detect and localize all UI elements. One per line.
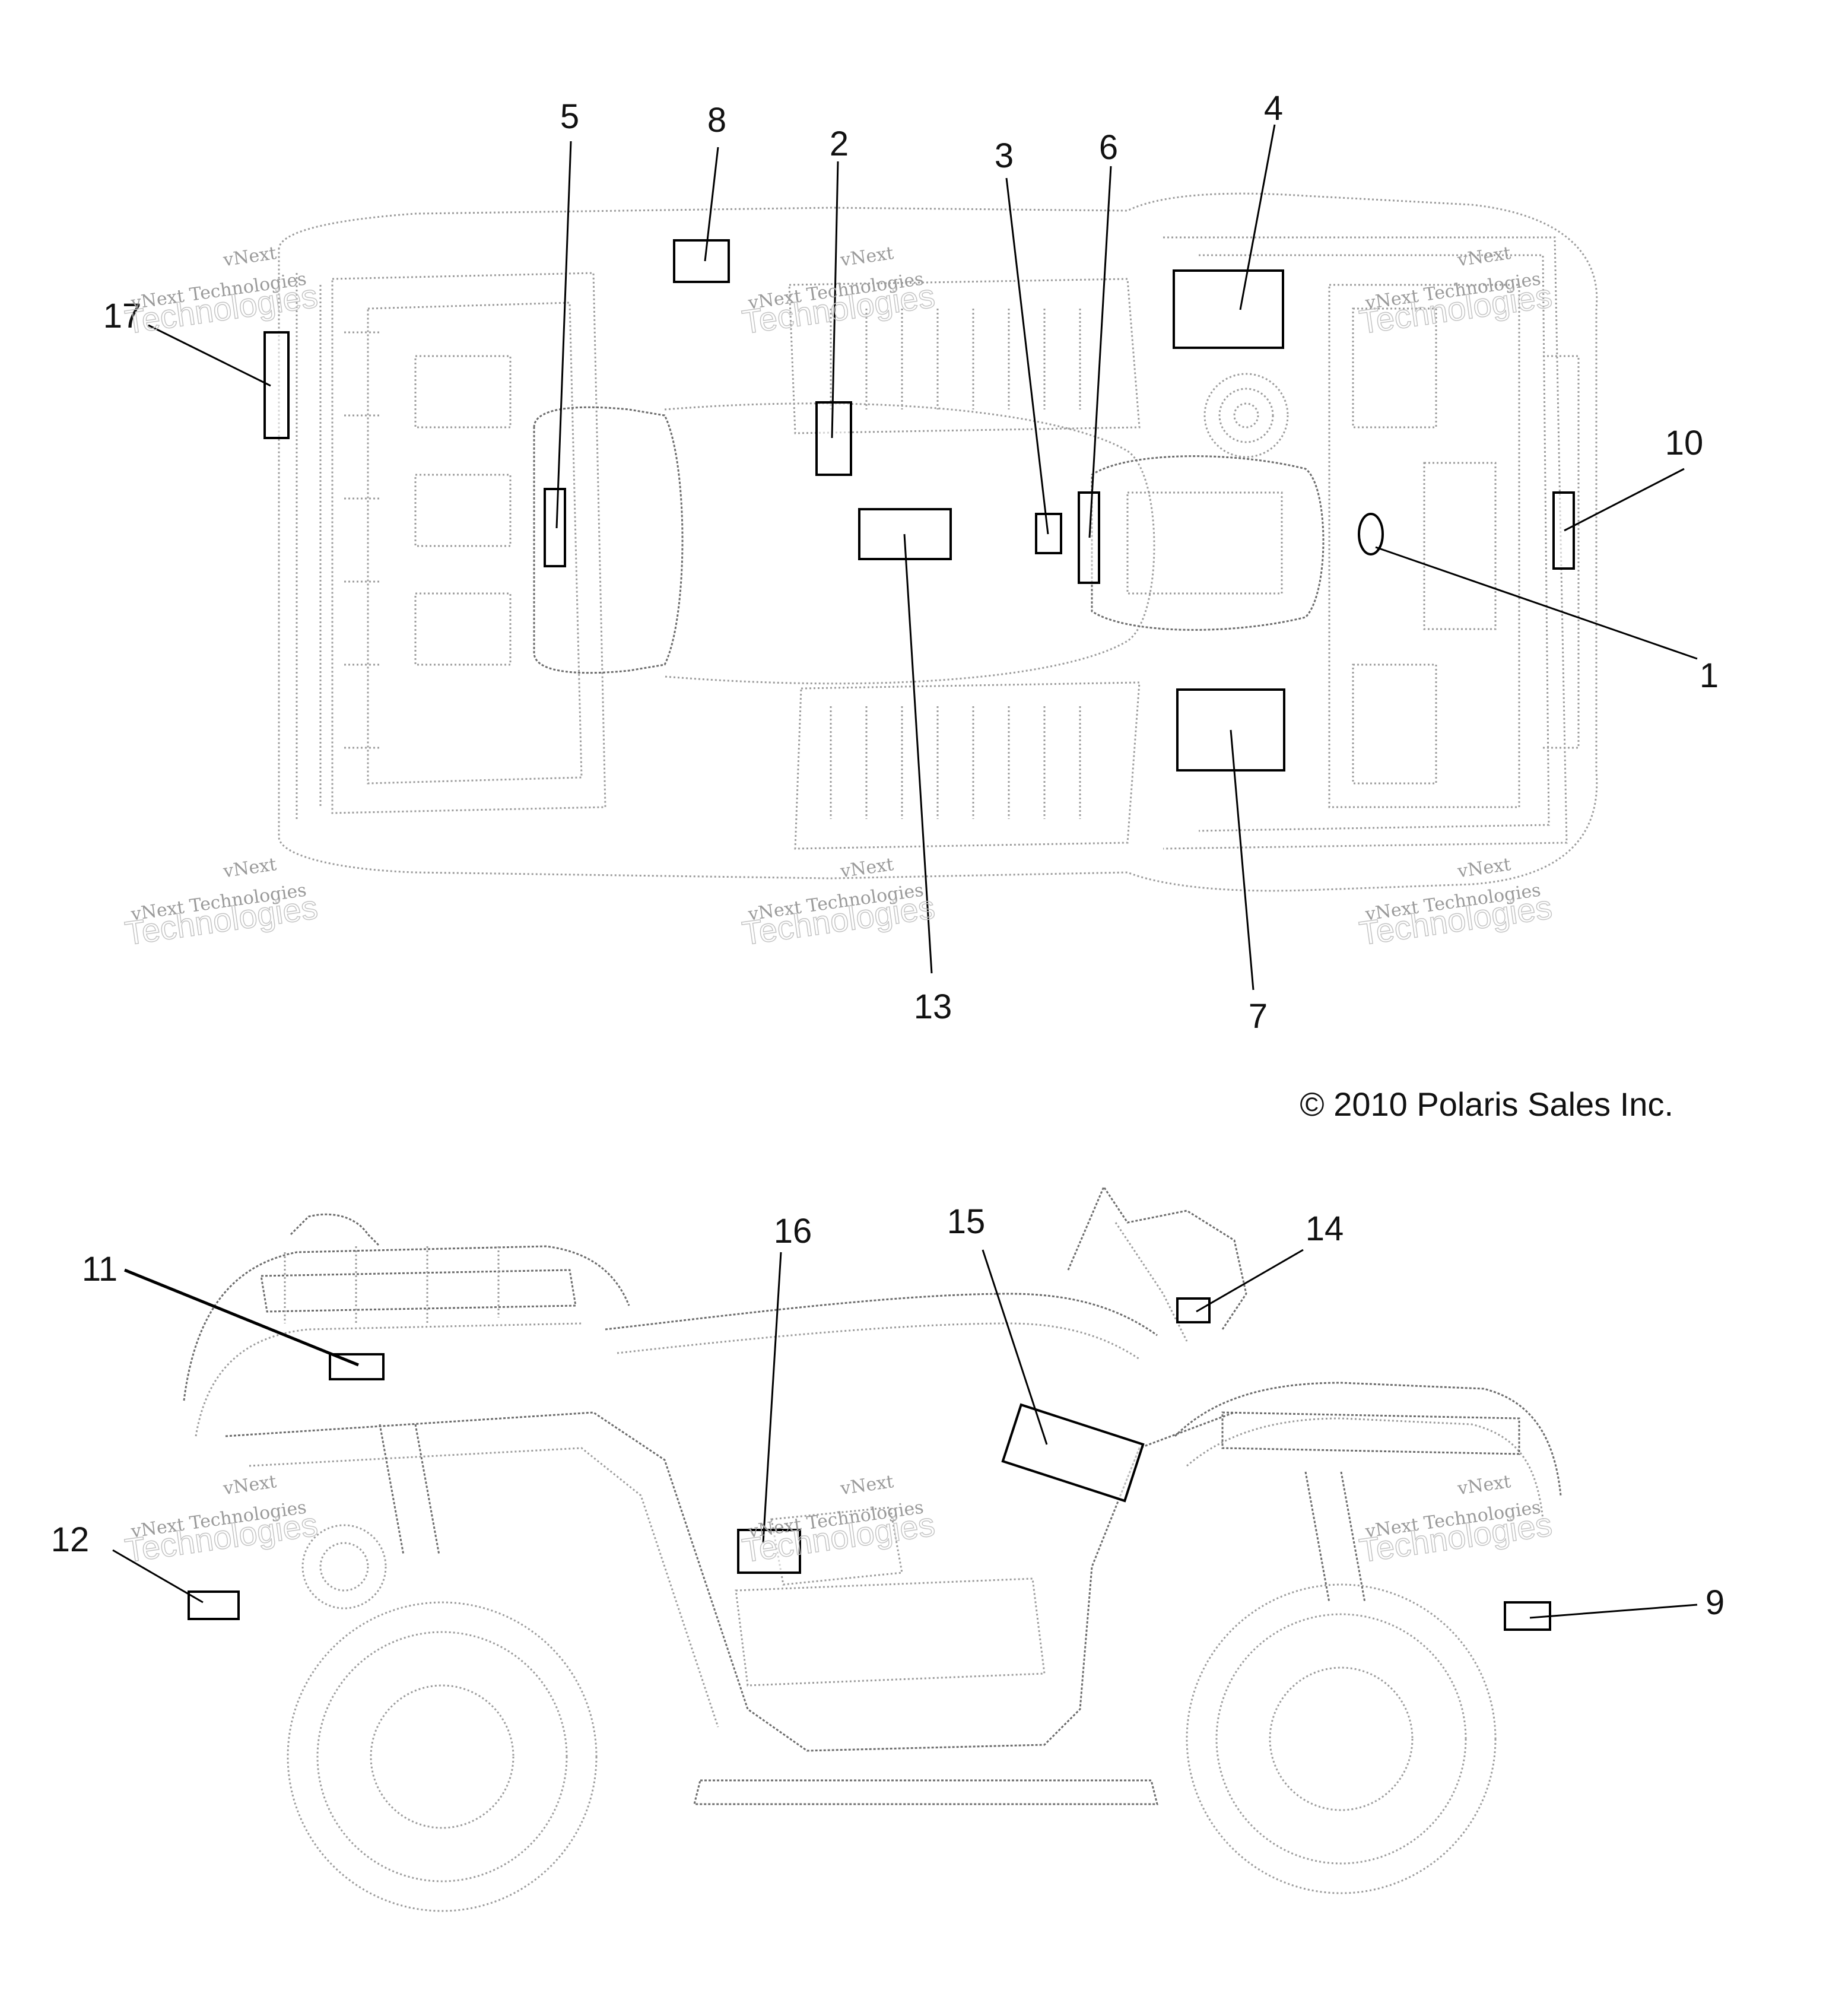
callout-1: 1 <box>1700 656 1719 695</box>
callout-7: 7 <box>1249 997 1268 1036</box>
decal-5 <box>544 488 566 567</box>
callout-5: 5 <box>560 97 579 136</box>
callout-12: 12 <box>51 1520 90 1559</box>
side-view <box>183 1185 1562 1912</box>
callout-10: 10 <box>1665 424 1704 462</box>
svg-text:vNext: vNext <box>839 243 895 271</box>
callout-15: 15 <box>947 1202 986 1241</box>
copyright-notice: © 2010 Polaris Sales Inc. <box>1300 1085 1673 1123</box>
decal-4 <box>1173 269 1284 349</box>
decal-11 <box>329 1353 385 1380</box>
callout-2: 2 <box>830 125 849 163</box>
top-view-leaders <box>148 124 1698 990</box>
watermark-3: vNext vNext Technologies Technologies <box>1357 243 1555 341</box>
svg-text:vNext: vNext <box>1456 854 1512 882</box>
watermark-5: vNext vNext Technologies Technologies <box>739 854 938 953</box>
watermark-1: vNext vNext Technologies Technologies <box>122 243 320 341</box>
side-view-leaders <box>112 1249 1698 1619</box>
svg-text:vNext: vNext <box>221 1471 278 1499</box>
decal-3 <box>1035 513 1062 554</box>
svg-text:vNext: vNext <box>1456 1471 1512 1499</box>
decal-1 <box>1358 513 1384 555</box>
callout-16: 16 <box>774 1212 812 1250</box>
callout-14: 14 <box>1306 1209 1344 1248</box>
watermark-9: vNext vNext Technologies Technologies <box>1357 1471 1555 1570</box>
decal-15 <box>1001 1403 1145 1503</box>
callout-3: 3 <box>995 136 1014 175</box>
callout-13: 13 <box>914 988 952 1026</box>
svg-text:vNext: vNext <box>221 854 278 882</box>
callout-4: 4 <box>1264 89 1283 128</box>
top-view <box>278 192 1598 892</box>
side-view-decals <box>188 1297 1551 1631</box>
svg-text:vNext: vNext <box>221 243 278 271</box>
callout-11: 11 <box>82 1250 117 1288</box>
callout-9: 9 <box>1706 1583 1724 1622</box>
callout-numbers: 1 2 3 4 5 6 7 8 9 10 11 12 13 14 15 16 1… <box>51 89 1724 1622</box>
svg-text:vNext: vNext <box>839 854 895 882</box>
decal-8 <box>673 239 730 283</box>
callout-6: 6 <box>1099 128 1118 167</box>
decal-10 <box>1552 491 1575 570</box>
watermark-4: vNext vNext Technologies Technologies <box>122 854 320 953</box>
svg-text:vNext: vNext <box>839 1471 895 1499</box>
watermark-7: vNext vNext Technologies Technologies <box>122 1471 320 1570</box>
top-view-decals <box>263 239 1575 772</box>
svg-text:vNext: vNext <box>1456 243 1512 271</box>
decal-16 <box>737 1529 801 1574</box>
decal-12 <box>188 1590 240 1620</box>
watermark-6: vNext vNext Technologies Technologies <box>1357 854 1555 953</box>
callout-8: 8 <box>707 101 726 139</box>
decal-2 <box>815 401 852 476</box>
callout-17: 17 <box>103 297 142 335</box>
decal-6 <box>1078 491 1100 584</box>
decal-14 <box>1176 1297 1211 1323</box>
